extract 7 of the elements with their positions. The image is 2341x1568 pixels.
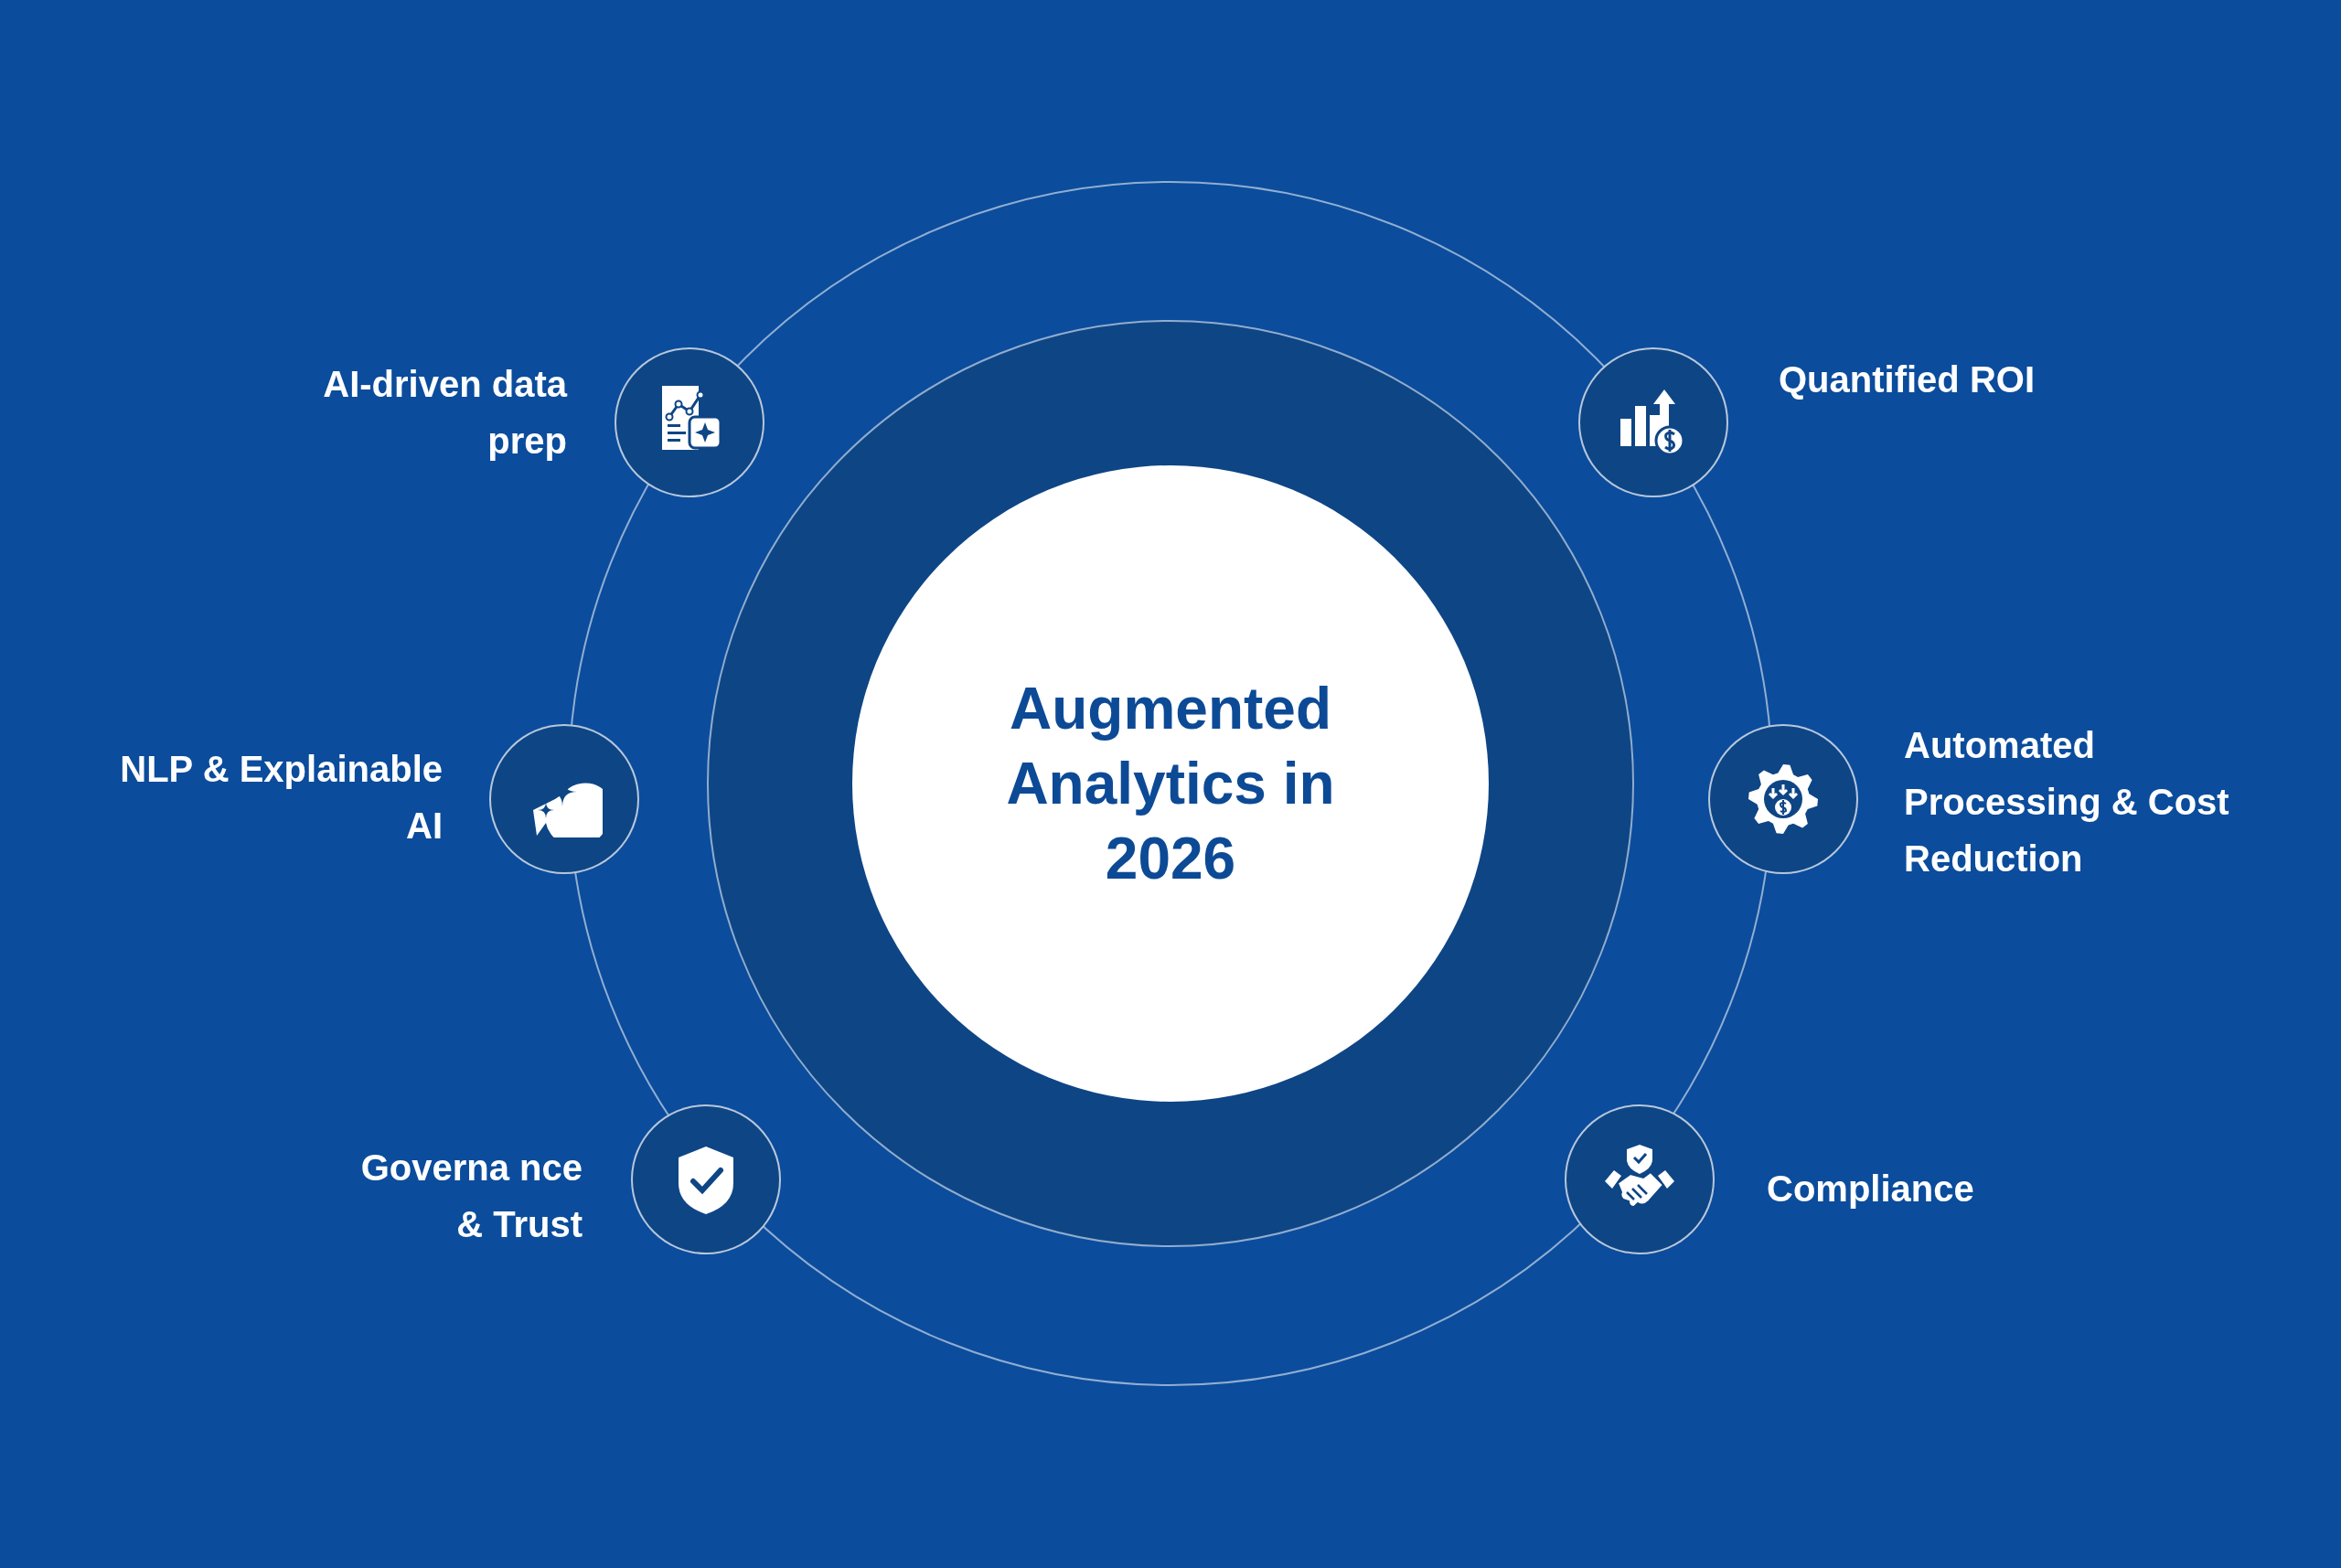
node-label: Governa nce & Trust [359, 1147, 583, 1246]
node-label: Automated Processing & Cost Reduction [1904, 724, 2230, 880]
node-label: Quantified ROI [1779, 358, 2036, 401]
node-label: Compliance [1767, 1168, 1975, 1211]
node-label: NLP & Explainable AI [119, 748, 443, 848]
title-text: Augmented Analytics in 2026 [1005, 675, 1336, 893]
node-label: AI-driven data prep [322, 363, 567, 463]
